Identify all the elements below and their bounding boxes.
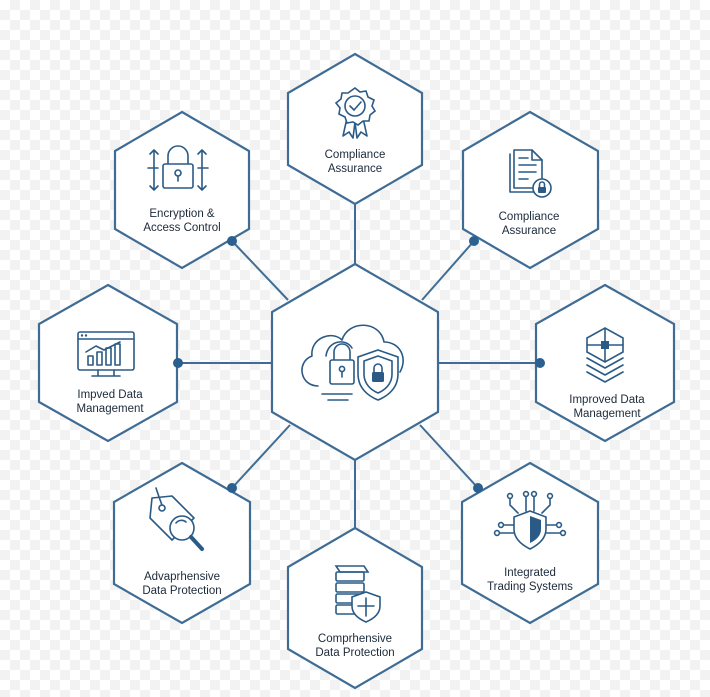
dot-top-left [227,236,237,246]
tag-magnifier-icon [149,487,204,551]
center-hex [270,262,440,462]
dot-right [535,358,545,368]
node-label-bottom-line2: Data Protection [315,647,395,659]
connector-dots [173,236,545,493]
node-label-top: Compliance Assurance [285,148,425,176]
hex-top-right [461,110,600,270]
dot-bottom-left [227,483,237,493]
connector-bottom-right [419,424,479,489]
connector-top-right [421,240,475,301]
dot-left [173,358,183,368]
node-label-top-right-line2: Assurance [501,225,557,237]
padlock-arrows-icon [147,145,209,191]
hex-top-left [113,110,251,270]
node-label-top-left-line2: Access Control [143,222,221,234]
monitor-chart-icon [77,331,135,377]
layered-database-icon [586,327,624,383]
node-label-right-line2: Management [573,408,641,420]
node-label-bottom-right-line2: Trading Systems [487,581,573,593]
node-label-bottom: Comprhensive Data Protection [285,632,425,660]
hex-left [37,283,179,443]
server-shield-icon [334,565,381,623]
node-label-right-line1: Improved Data [569,394,645,406]
node-label-left-line2: Management [76,403,144,415]
connector-bottom-left [231,424,291,489]
hex-bottom-left [112,461,252,625]
node-label-bottom-left: Advaprhensive Data Protection [112,570,252,598]
hex-top [286,52,424,206]
hex-right [534,283,676,443]
node-label-top-right: Compliance Assurance [459,210,599,238]
connectors [178,195,540,528]
node-label-right: Improved Data Management [537,393,677,421]
circuit-shield-icon [493,490,567,550]
node-label-top-left-line1: Encryption & [149,208,215,220]
cloud-lock-shield-icon [301,324,404,401]
dot-bottom-right [473,483,483,493]
certificate-badge-icon [334,86,377,139]
node-label-top-left: Encryption & Access Control [112,207,252,235]
node-label-top-right-line1: Compliance [498,211,560,223]
node-label-bottom-right-line1: Integrated [504,567,556,579]
node-label-left: Impved Data Management [40,388,180,416]
connector-top-left [231,240,289,301]
node-label-top-line2: Assurance [327,163,383,175]
node-label-bottom-line1: Comprhensive [317,633,393,645]
dot-top-right [469,236,479,246]
document-lock-icon [509,149,552,198]
node-label-bottom-left-line2: Data Protection [142,585,222,597]
node-label-top-line1: Compliance [324,149,386,161]
node-label-bottom-left-line1: Advaprhensive [143,571,221,583]
node-label-left-line1: Impved Data [77,389,143,401]
node-label-bottom-right: Integrated Trading Systems [460,566,600,594]
